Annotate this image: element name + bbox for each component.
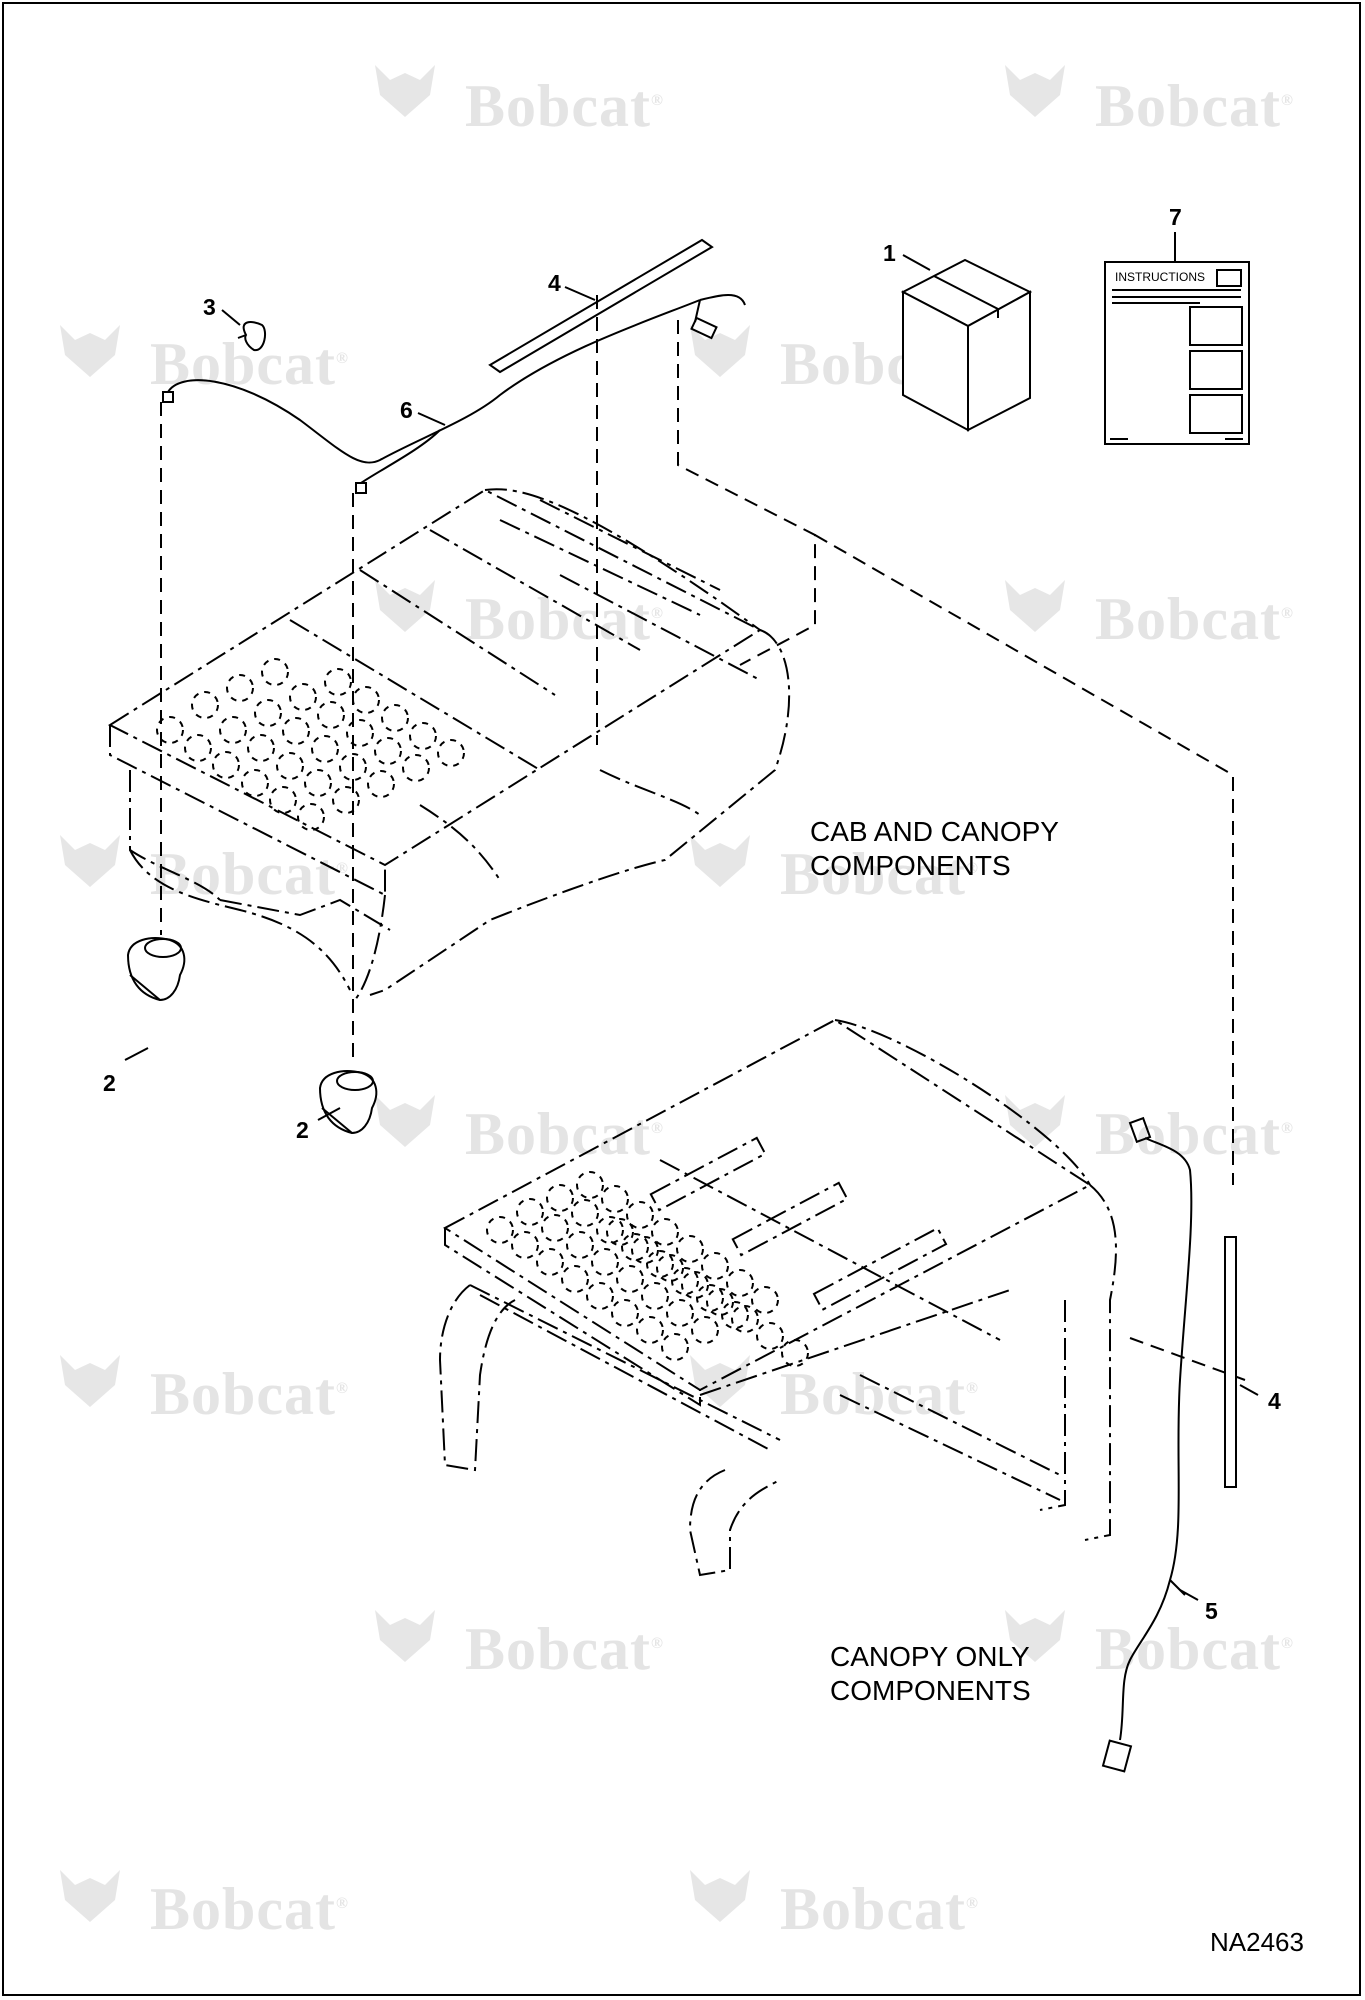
watermark-text: Bobcat®: [780, 841, 979, 907]
item-6-wire-harness: [162, 294, 746, 494]
bobcat-logo-icon: [375, 580, 435, 632]
item-1-box-icon: [900, 258, 1033, 432]
bobcat-logo-icon: [690, 1870, 750, 1922]
bobcat-logo-icon: [1005, 580, 1065, 632]
item-7-instruction-sheet: [1104, 261, 1250, 445]
callout-item-1: 1: [883, 240, 896, 266]
callout-item-2: 2: [103, 1070, 116, 1096]
watermark-text: Bobcat®: [780, 1361, 979, 1427]
callout-item-3: 3: [203, 294, 216, 320]
caption-line: CANOPY ONLY: [830, 1641, 1030, 1672]
bobcat-logo-icon: [60, 1355, 120, 1407]
canopy-only-caption: CANOPY ONLY COMPONENTS: [830, 1640, 1031, 1708]
bobcat-logo-icon: [690, 325, 750, 377]
watermark-text: Bobcat®: [780, 1876, 979, 1942]
callout-item-4: 4: [548, 270, 561, 296]
watermark-text: Bobcat®: [1095, 1101, 1294, 1167]
item-2-horn-icon: [318, 1070, 378, 1135]
callout-item-6: 6: [400, 397, 413, 423]
watermark-text: Bobcat®: [465, 73, 664, 139]
cab-roof-outline: [107, 488, 791, 1001]
caption-line: COMPONENTS: [810, 850, 1011, 881]
bobcat-logo-icon: [375, 1610, 435, 1662]
watermark-text: Bobcat®: [150, 331, 349, 397]
caption-line: COMPONENTS: [830, 1675, 1031, 1706]
bobcat-logo-icon: [375, 1095, 435, 1147]
bobcat-logo-icon: [690, 835, 750, 887]
callout-item-2: 2: [296, 1117, 309, 1143]
callout-item-4: 4: [1268, 1388, 1281, 1414]
watermark-text: Bobcat®: [465, 586, 664, 652]
watermark-text: Bobcat®: [150, 1876, 349, 1942]
bobcat-logo-icon: [1005, 65, 1065, 117]
watermark-text: Bobcat®: [1095, 586, 1294, 652]
watermark-text: Bobcat®: [150, 1361, 349, 1427]
figure-code: NA2463: [1210, 1927, 1304, 1957]
item-5-wire-harness: [1101, 1116, 1193, 1773]
bobcat-logo-icon: [1005, 1095, 1065, 1147]
callout-item-5: 5: [1205, 1598, 1218, 1624]
item-4-seal-strip-top: [488, 238, 714, 374]
cab-canopy-caption: CAB AND CANOPY COMPONENTS: [810, 815, 1059, 883]
dashed-leader-lines: [160, 295, 1234, 1185]
item-3-clip-icon: [237, 321, 267, 352]
bobcat-logo-icon: [60, 835, 120, 887]
watermark-text: Bobcat®: [150, 841, 349, 907]
item-4-seal-strip-side: [1224, 1236, 1237, 1488]
callout-item-7: 7: [1169, 204, 1182, 230]
caption-line: CAB AND CANOPY: [810, 816, 1059, 847]
bobcat-logo-icon: [60, 325, 120, 377]
watermark-text: Bobcat®: [465, 1616, 664, 1682]
bobcat-logo-icon: [375, 65, 435, 117]
bobcat-logo-icon: [690, 1355, 750, 1407]
bobcat-logo-icon: [1005, 1610, 1065, 1662]
canopy-outline: [438, 1018, 1117, 1577]
item-2-horn-icon: [126, 937, 186, 1002]
watermark-text: Bobcat®: [1095, 73, 1294, 139]
cab-roof-holes: [156, 658, 465, 831]
bobcat-logo-icon: [60, 1870, 120, 1922]
instructions-title: INSTRUCTIONS: [1115, 270, 1205, 284]
canopy-holes: [486, 1171, 809, 1367]
